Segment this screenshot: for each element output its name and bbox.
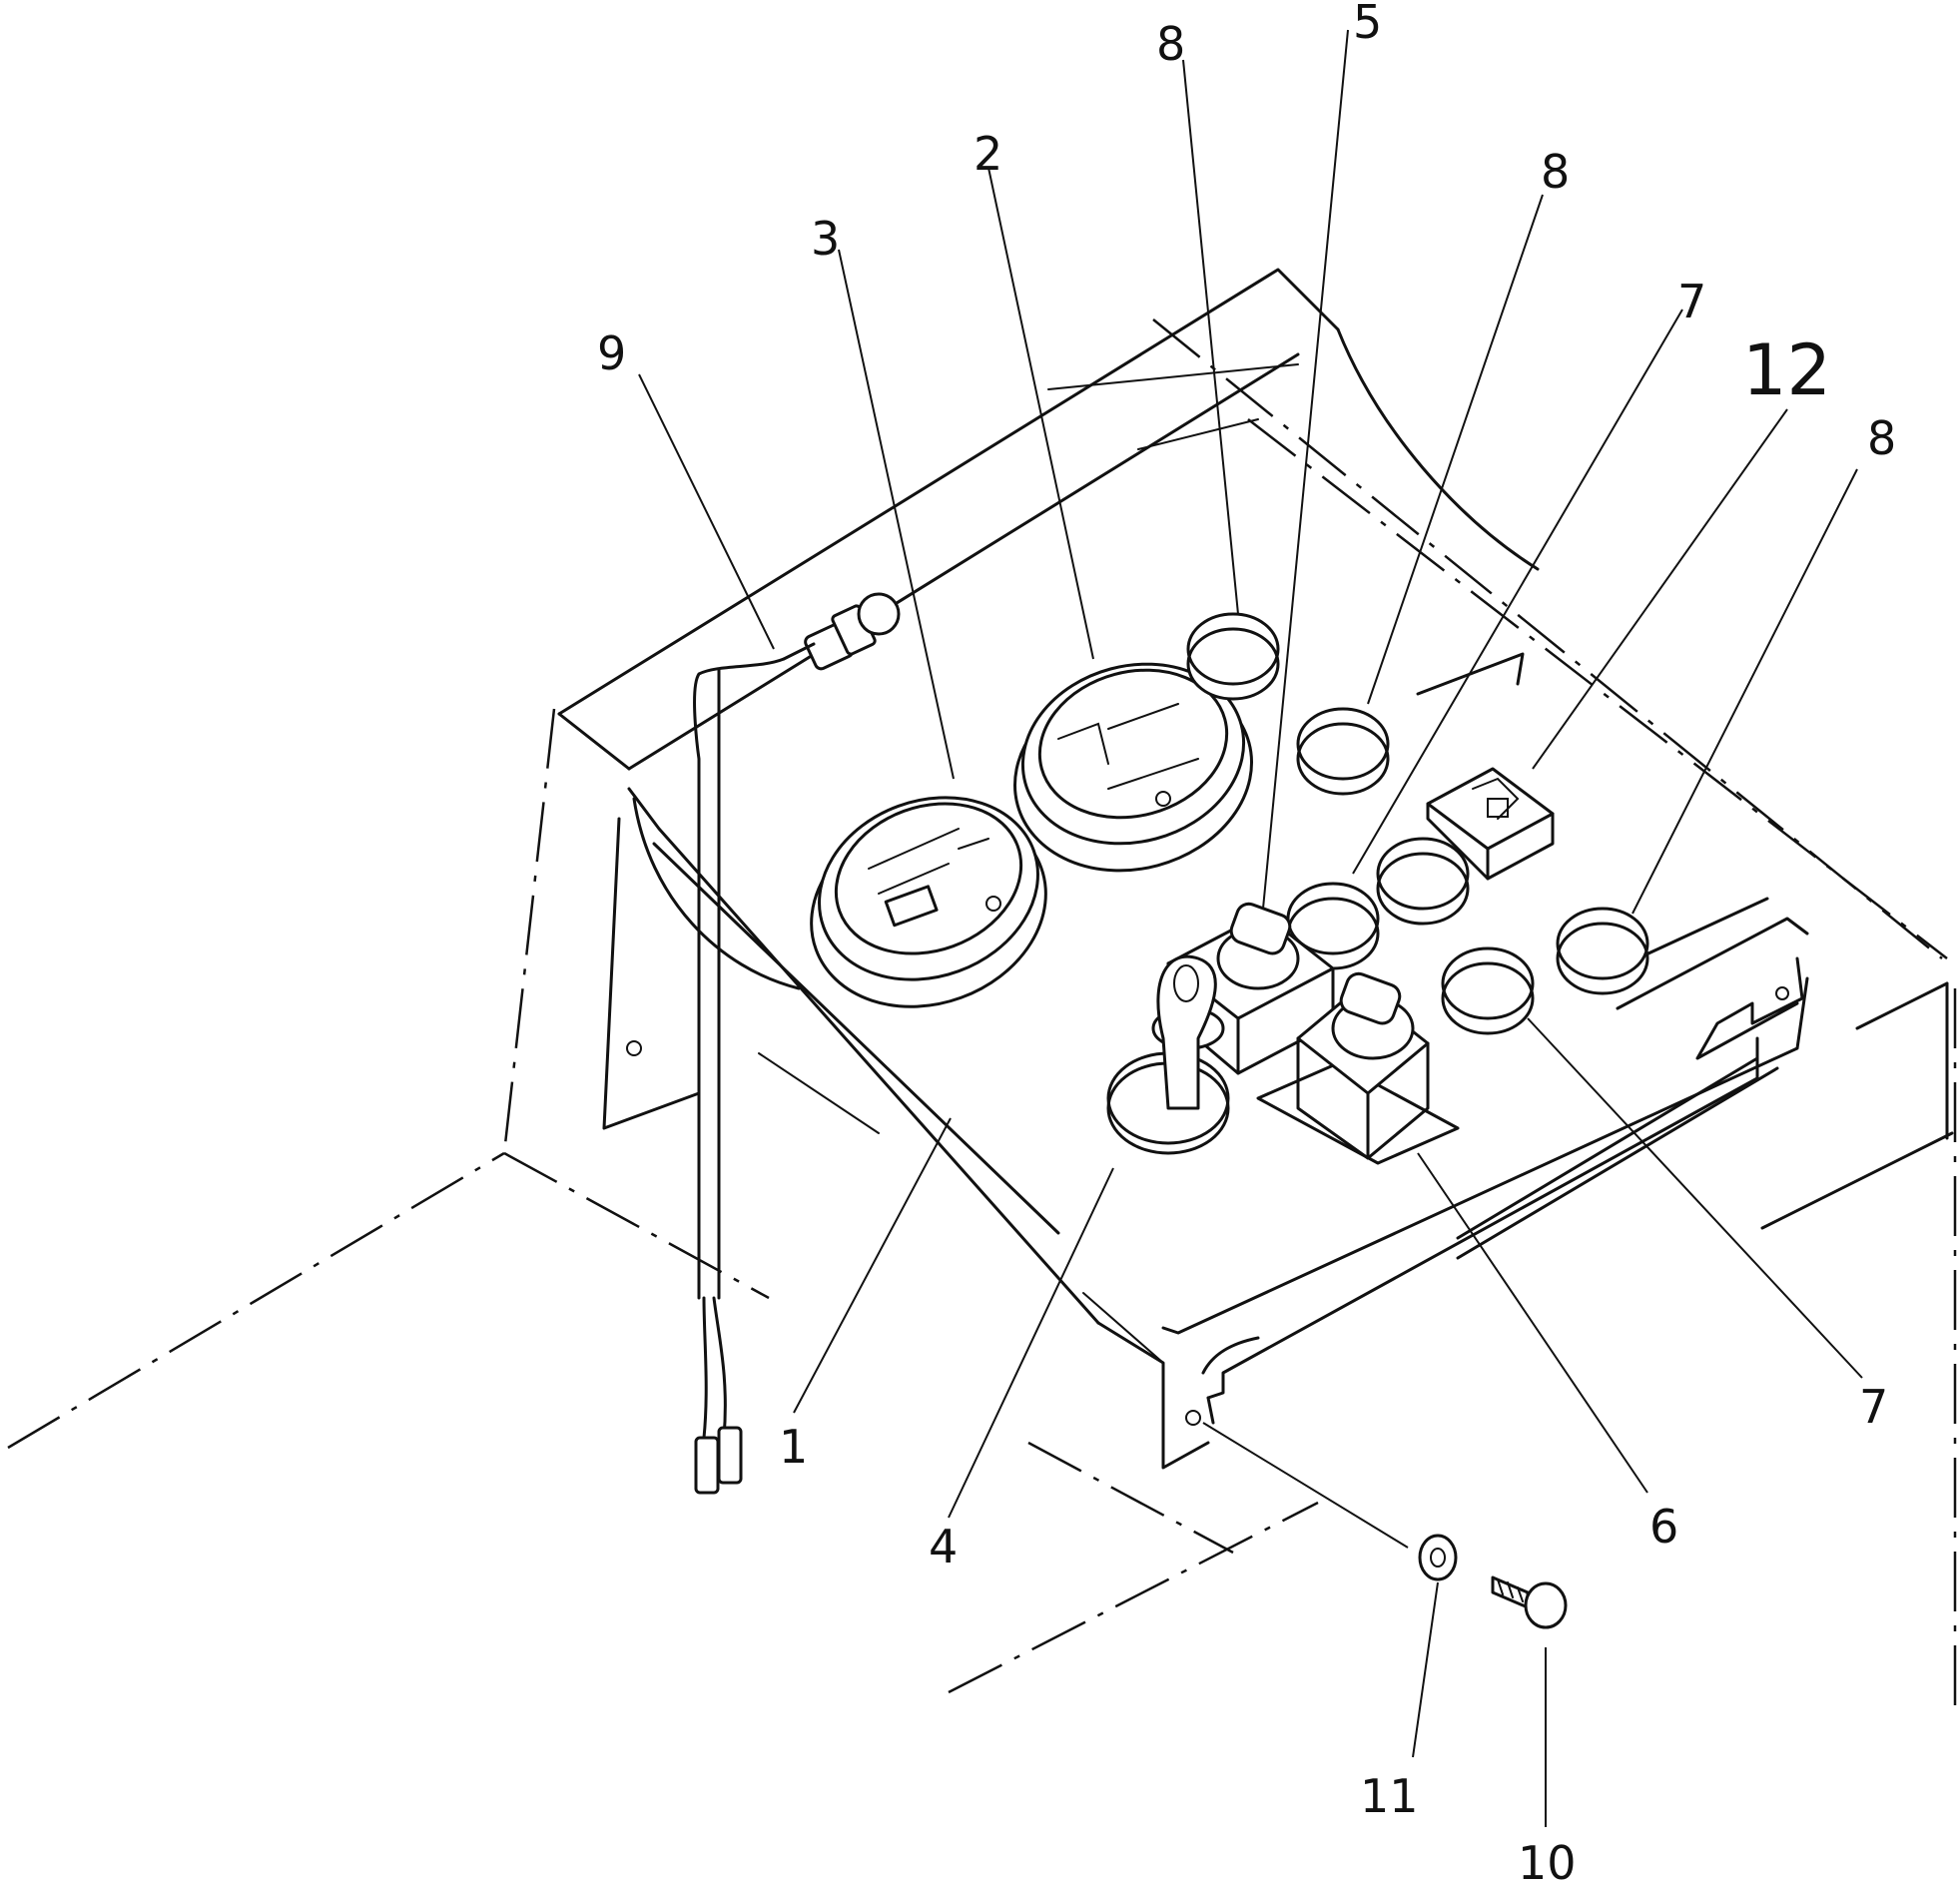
callout-labels: 1 2 3 4 5 6 7 7 8 8 8 9 10 11 12 <box>597 0 1896 1884</box>
callout-10: 10 <box>1518 1836 1577 1884</box>
hardware <box>1418 1534 1568 1629</box>
callout-7-lower: 7 <box>1859 1380 1888 1434</box>
sender-with-harness <box>693 592 901 1495</box>
callout-4: 4 <box>929 1520 958 1573</box>
callout-12: 12 <box>1742 329 1831 411</box>
callout-8-left: 8 <box>1156 17 1185 71</box>
callout-8-middle: 8 <box>1541 145 1570 199</box>
callout-2: 2 <box>974 127 1002 181</box>
gauge-3 <box>810 796 1047 1008</box>
callout-11: 11 <box>1360 1769 1419 1823</box>
callout-5: 5 <box>1353 0 1382 49</box>
key-switch-4 <box>1106 954 1230 1155</box>
callout-6: 6 <box>1649 1500 1678 1554</box>
indicator-12 <box>1426 767 1555 881</box>
callout-7-upper: 7 <box>1677 275 1706 328</box>
panel-body <box>557 268 1949 1470</box>
gauge-2 <box>1013 662 1253 873</box>
callout-8-right: 8 <box>1867 411 1896 465</box>
callout-1: 1 <box>779 1420 808 1474</box>
callout-9: 9 <box>597 326 626 380</box>
callout-3: 3 <box>811 212 840 266</box>
switch-6 <box>1256 971 1460 1165</box>
leader-lines <box>638 29 1863 1827</box>
panel-caps <box>1186 612 1649 1035</box>
